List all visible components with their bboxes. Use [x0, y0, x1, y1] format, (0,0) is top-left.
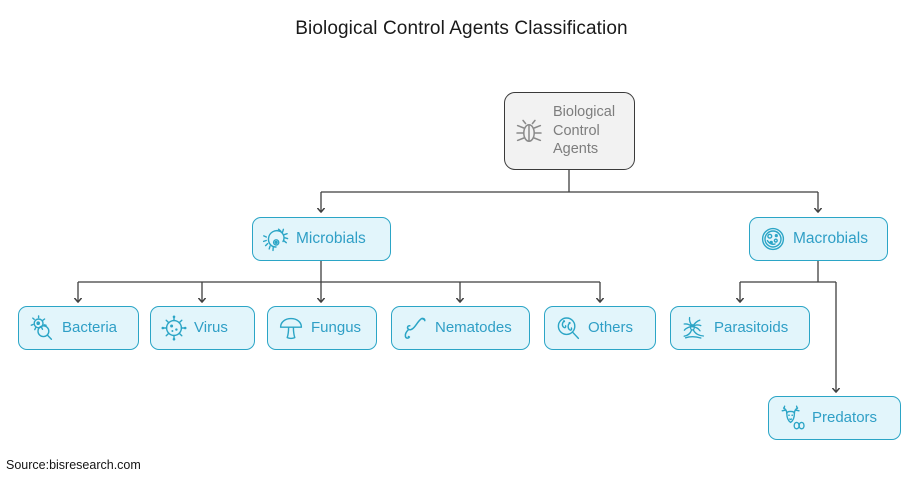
microbe-icon	[263, 226, 289, 252]
node-macrobials[interactable]: Macrobials	[749, 217, 888, 261]
wasp-icon	[681, 315, 707, 341]
node-fungus[interactable]: Fungus	[267, 306, 377, 350]
source-label: Source:bisresearch.com	[6, 458, 141, 472]
node-virus[interactable]: Virus	[150, 306, 255, 350]
magnifier-organism-icon	[555, 315, 581, 341]
bug-icon	[514, 115, 544, 147]
node-biological-control-agents[interactable]: Biological Control Agents	[504, 92, 635, 170]
node-predators[interactable]: Predators	[768, 396, 901, 440]
node-label: Nematodes	[435, 319, 512, 337]
bacteria-magnifier-icon	[29, 315, 55, 341]
node-label: Virus	[194, 319, 228, 337]
cell-icon	[760, 226, 786, 252]
node-label: Others	[588, 319, 634, 337]
node-label: Predators	[812, 409, 878, 427]
node-bacteria[interactable]: Bacteria	[18, 306, 139, 350]
node-microbials[interactable]: Microbials	[252, 217, 391, 261]
node-label: Macrobials	[793, 230, 868, 248]
node-label: Biological Control Agents	[553, 104, 616, 158]
node-others[interactable]: Others	[544, 306, 656, 350]
node-label: Parasitoids	[714, 319, 789, 337]
node-label: Bacteria	[62, 319, 118, 337]
virus-icon	[161, 315, 187, 341]
worm-icon	[402, 315, 428, 341]
node-label: Fungus	[311, 319, 362, 337]
page-title: Biological Control Agents Classification	[295, 18, 628, 39]
node-parasitoids[interactable]: Parasitoids	[670, 306, 810, 350]
mushroom-icon	[278, 315, 304, 341]
node-nematodes[interactable]: Nematodes	[391, 306, 530, 350]
node-label: Microbials	[296, 230, 366, 248]
deer-head-icon	[779, 405, 805, 431]
